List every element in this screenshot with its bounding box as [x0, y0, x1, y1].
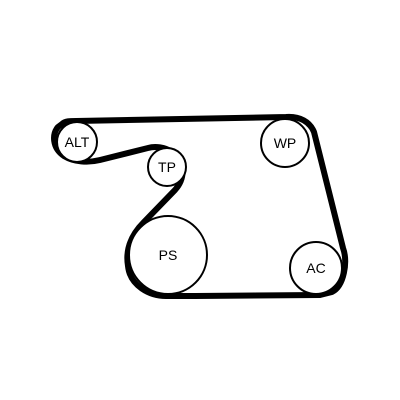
- pulley-tp-label: TP: [158, 159, 176, 175]
- pulley-ps-label: PS: [159, 247, 178, 263]
- pulley-alt-label: ALT: [65, 134, 90, 150]
- pulley-wp: WP: [260, 118, 310, 168]
- pulley-ac: AC: [289, 241, 343, 295]
- pulley-alt-circle: [56, 121, 98, 163]
- serpentine-belt: [51, 113, 349, 299]
- pulley-wp-circle: [260, 118, 310, 168]
- pulley-ps: PS: [128, 215, 208, 295]
- pulley-tp: TP: [147, 147, 187, 187]
- pulley-ps-circle: [128, 215, 208, 295]
- pulley-ac-circle: [289, 241, 343, 295]
- pulley-ac-label: AC: [306, 260, 325, 276]
- pulley-tp-circle: [147, 147, 187, 187]
- pulley-alt: ALT: [56, 121, 98, 163]
- pulley-wp-label: WP: [274, 135, 297, 151]
